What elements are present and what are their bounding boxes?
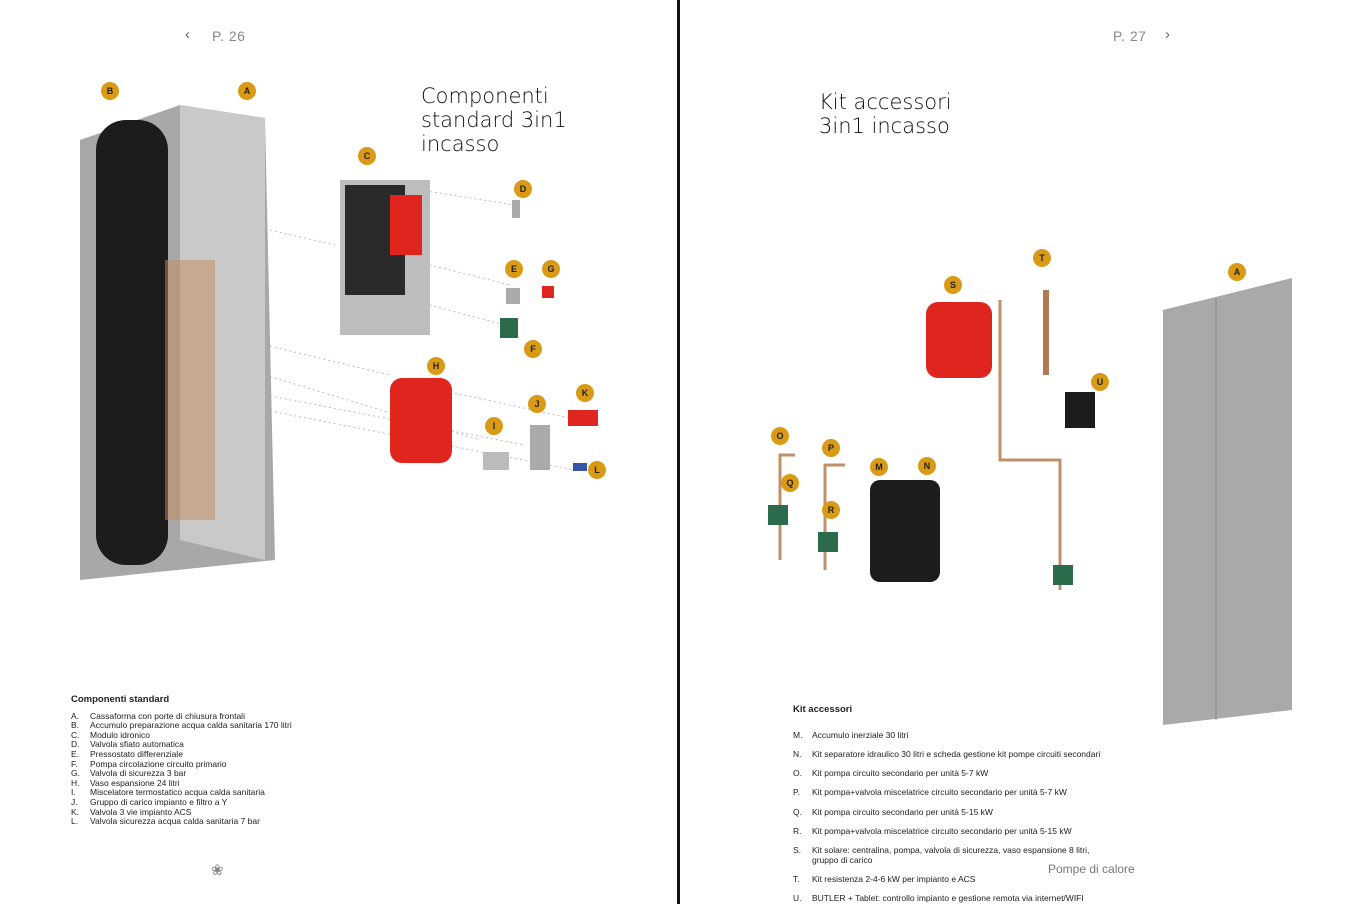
components-list: Componenti standard A.Cassaforma con por…: [71, 695, 292, 827]
marker-g: G: [542, 260, 560, 278]
marker-l: L: [588, 461, 606, 479]
page-number: P. 27: [1113, 28, 1147, 44]
exploded-view-illustration: [80, 105, 598, 580]
list-item: R.Kit pompa+valvola miscelatrice circuit…: [793, 825, 1072, 836]
list-item: C.Modulo idronico: [71, 729, 151, 740]
marker-r: R: [822, 501, 840, 519]
list-item: H.Vaso espansione 24 litri: [71, 777, 180, 788]
list-item: N.Kit separatore idraulico 30 litri e sc…: [793, 748, 1101, 759]
marker-q: Q: [781, 474, 799, 492]
list-item: A.Cassaforma con porte di chiusura front…: [71, 710, 245, 721]
list-title: Componenti standard: [71, 694, 170, 705]
marker-m: M: [870, 458, 888, 476]
marker-i: I: [485, 417, 503, 435]
list-item: L.Valvola sicurezza acqua calda sanitari…: [71, 816, 260, 827]
marker-a: A: [238, 82, 256, 100]
marker-h: H: [427, 357, 445, 375]
list-item: U.BUTLER + Tablet: controllo impianto e …: [793, 892, 1084, 903]
list-item: Q.Kit pompa circuito secondario per unit…: [793, 806, 993, 817]
list-item: E.Pressostato differenziale: [71, 748, 183, 759]
list-title: Kit accessori: [793, 703, 853, 715]
marker-a: A: [1228, 263, 1246, 281]
chevron-right-icon[interactable]: ›: [1165, 26, 1170, 43]
chevron-left-icon[interactable]: ‹: [185, 26, 190, 43]
marker-n: N: [918, 457, 936, 475]
marker-o: O: [771, 427, 789, 445]
marker-t: T: [1033, 249, 1051, 267]
right-page: P. 27 › Kit accessori 3in1 incasso T S A…: [680, 0, 1356, 904]
marker-j: J: [528, 395, 546, 413]
list-item: G.Valvola di sicurezza 3 bar: [71, 768, 187, 779]
list-item: K.Valvola 3 vie impianto ACS: [71, 806, 192, 817]
left-page: ‹ P. 26 Componenti standard 3in1 incasso…: [0, 0, 677, 904]
marker-k: K: [576, 384, 594, 402]
accessories-illustration: [768, 278, 1292, 725]
page-number: P. 26: [212, 28, 246, 44]
list-item: B.Accumulo preparazione acqua calda sani…: [71, 720, 292, 731]
marker-b: B: [101, 82, 119, 100]
marker-s: S: [944, 276, 962, 294]
marker-u: U: [1091, 373, 1109, 391]
page-divider: [677, 0, 680, 904]
list-item: T.Kit resistenza 2-4-6 kW per impianto e…: [793, 873, 976, 884]
marker-d: D: [514, 180, 532, 198]
list-item: M.Accumulo inerziale 30 litri: [793, 729, 909, 740]
list-item: O.Kit pompa circuito secondario per unit…: [793, 768, 989, 779]
butterfly-logo-icon: ❀: [211, 862, 224, 879]
page-title: Componenti standard 3in1 incasso: [421, 84, 567, 156]
marker-e: E: [505, 260, 523, 278]
marker-c: C: [358, 147, 376, 165]
marker-f: F: [524, 340, 542, 358]
list-item: D.Valvola sfiato automatica: [71, 739, 184, 750]
list-item: I.Miscelatore termostatico acqua calda s…: [71, 787, 265, 798]
list-item: P.Kit pompa+valvola miscelatrice circuit…: [793, 787, 1067, 798]
marker-p: P: [822, 439, 840, 457]
accessories-list: Kit accessori M.Accumulo inerziale 30 li…: [793, 695, 1100, 913]
footer-section-title: Pompe di calore: [1048, 862, 1135, 876]
list-item: J.Gruppo di carico impianto e filtro a Y: [71, 796, 228, 807]
page-title: Kit accessori 3in1 incasso: [819, 90, 952, 138]
list-item: F.Pompa circolazione circuito primario: [71, 758, 227, 769]
list-item: S.Kit solare: centralina, pompa, valvola…: [793, 844, 1090, 865]
